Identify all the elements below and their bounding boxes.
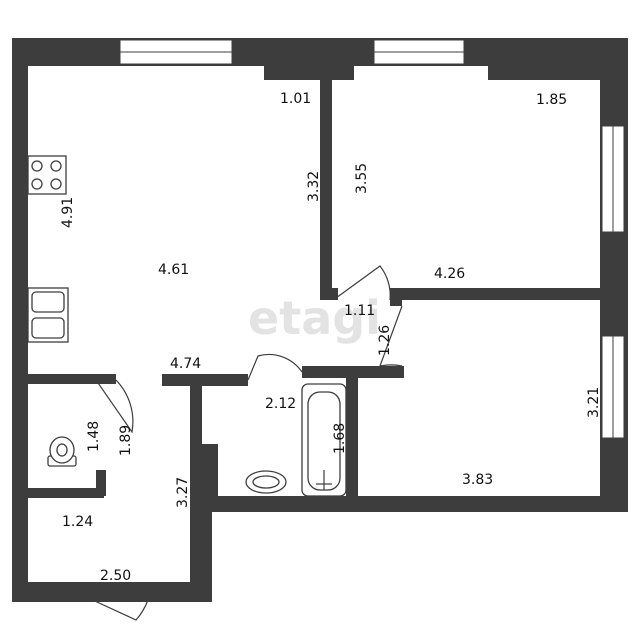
wc-top-wall (28, 374, 116, 384)
bath-niche (202, 444, 218, 496)
left-wall (12, 38, 28, 582)
label-living-wall-height: 3.32 (306, 171, 322, 202)
label-living-bottom: 4.74 (170, 356, 201, 372)
bedroom-bottom-wall (390, 288, 600, 300)
label-bedroom-side: 3.55 (354, 163, 370, 194)
corridor-right-wall (190, 496, 212, 602)
washbasin-icon (245, 470, 287, 494)
door-bath (247, 353, 303, 381)
label-corridor-height: 3.27 (175, 477, 191, 508)
label-bath-door: 2.12 (265, 396, 296, 412)
windows (119, 39, 625, 439)
wc-side-wall (96, 470, 106, 496)
living-bottom-wall (162, 374, 248, 386)
label-living-center: 4.61 (158, 262, 189, 278)
walls (12, 38, 628, 602)
bathtub-icon (301, 383, 347, 497)
door-bedroom (335, 265, 391, 301)
bottom-left-wall (12, 582, 212, 602)
living-bedroom-wall (320, 80, 332, 294)
label-hall-door-height: 1.26 (377, 325, 393, 356)
hall-door-jamb (390, 288, 402, 306)
bath-right-wall (346, 366, 358, 502)
stove-icon (27, 155, 67, 195)
toilet-icon (47, 436, 77, 467)
label-wc-height: 1.48 (86, 421, 102, 452)
door-room2 (379, 305, 403, 367)
door-entry (83, 595, 149, 621)
label-entry-width: 2.50 (100, 568, 131, 584)
door-wc (95, 379, 134, 434)
right-wall (600, 38, 628, 512)
top-wall-step-1 (264, 60, 354, 80)
top-wall-step-2 (488, 60, 600, 80)
label-wc-width: 1.24 (62, 514, 93, 530)
bedroom-wall-stub (320, 288, 338, 300)
label-wc-door: 1.89 (118, 425, 134, 456)
label-hall-door-width: 1.11 (344, 303, 375, 319)
label-room2-width: 3.83 (462, 472, 493, 488)
label-bedroom-bottom: 4.26 (434, 266, 465, 282)
watermark: etagi (248, 291, 381, 345)
wc-bottom-wall (28, 488, 104, 498)
label-bedroom-top-right: 1.85 (536, 92, 567, 108)
bath-left-wall (190, 374, 202, 504)
dimension-labels: 1.01 3.32 4.91 4.61 4.74 1.85 3.55 4.26 … (60, 91, 602, 584)
kitchen-sink-icon (27, 287, 69, 343)
label-room2-height: 3.21 (586, 387, 602, 418)
label-bath-height: 1.68 (332, 423, 348, 454)
bottom-wall (190, 496, 628, 512)
doors (83, 265, 403, 621)
label-living-side: 4.91 (60, 197, 76, 228)
label-living-top-right: 1.01 (280, 91, 311, 107)
